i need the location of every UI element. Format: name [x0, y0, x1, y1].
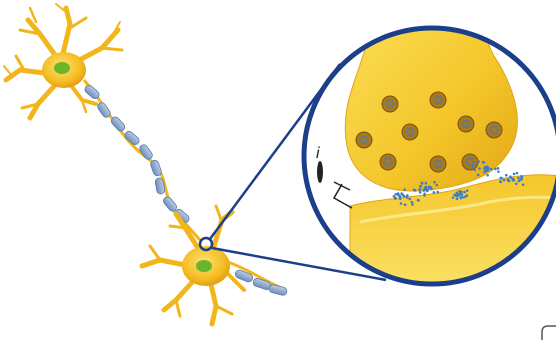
presynaptic-neuron: [4, 4, 122, 118]
synaptic-vesicle: [382, 96, 398, 112]
postsynaptic-neuron: [142, 206, 288, 324]
synaptic-vesicle: [380, 154, 396, 170]
myelin-segment: [110, 115, 127, 132]
synaptic-vesicle: [402, 124, 418, 140]
synapse-label: i: [316, 146, 320, 162]
synaptic-vesicle: [430, 156, 446, 172]
presynaptic-nucleus: [54, 62, 70, 74]
myelin-segment: [268, 284, 287, 296]
myelin-segment: [96, 101, 112, 119]
synaptic-vesicle: [462, 154, 478, 170]
synaptic-vesicle: [486, 122, 502, 138]
myelin-segment: [83, 84, 100, 100]
myelin-sheath: [83, 84, 190, 224]
myelin-segment: [150, 159, 163, 177]
synaptic-vesicle: [458, 116, 474, 132]
ion-channel-icon: [317, 161, 323, 183]
synaptic-vesicle: [356, 132, 372, 148]
magnifier-lens: [304, 0, 556, 300]
corner-mark: [542, 326, 556, 340]
postsynaptic-nucleus: [196, 260, 212, 272]
synaptic-vesicle: [430, 92, 446, 108]
myelin-segment: [162, 195, 178, 212]
